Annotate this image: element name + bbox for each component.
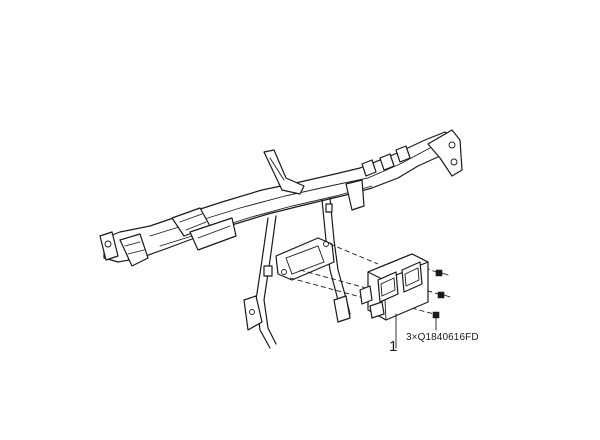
- center-support-legs: [243, 197, 351, 349]
- callout-number: 1: [389, 338, 398, 355]
- fastener-label: 3×Q1840616FD: [406, 332, 479, 343]
- screws: [432, 269, 451, 331]
- mounting-bracket: [275, 237, 335, 281]
- control-module: [359, 253, 429, 321]
- cross-car-beam: [99, 129, 463, 267]
